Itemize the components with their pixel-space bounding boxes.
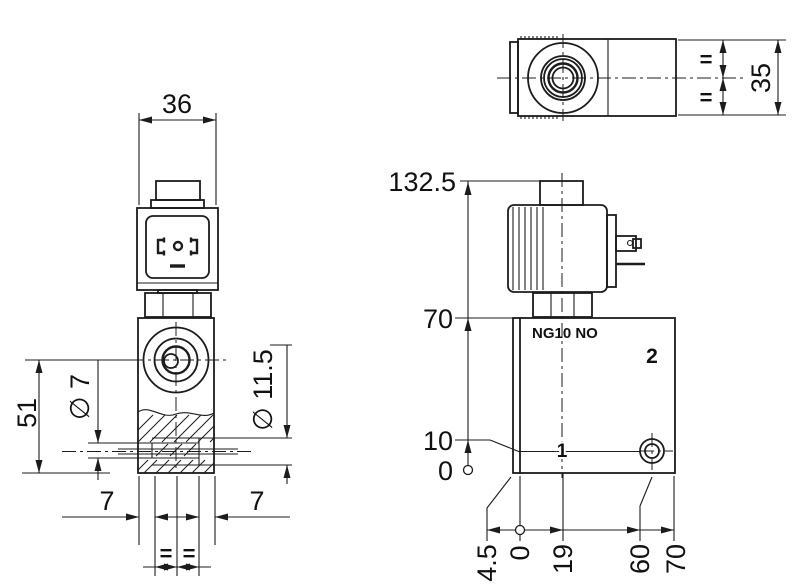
dim-coil-width-label: 36 — [162, 89, 192, 119]
side-height-dims: 132.5 70 10 0 — [388, 167, 540, 486]
side-coil — [507, 180, 645, 293]
dim-port-left-label: 7 — [99, 486, 114, 516]
port-2-label: 2 — [646, 345, 658, 368]
dim-height-label: 51 — [12, 398, 42, 428]
datum-zero-bottom-label: 0 — [505, 545, 535, 560]
dim-port-right-label: 7 — [249, 486, 264, 516]
front-dim-51: 51 — [12, 359, 130, 474]
model-label: NG10 NO — [532, 325, 598, 342]
equal-left-label: = — [160, 541, 173, 566]
front-view: 36 — [12, 89, 292, 576]
dim-depth-height-label: 35 — [746, 63, 776, 93]
dim-offset-left-label: 4.5 — [472, 544, 502, 582]
front-connector — [136, 180, 219, 291]
datum-zero-left-label: 0 — [438, 456, 453, 486]
side-body: NG10 NO 2 1 — [512, 173, 676, 478]
dim-axis-pos-label: 19 — [548, 544, 578, 574]
front-hex-nut — [144, 289, 212, 318]
port-1-label: 1 — [557, 441, 568, 462]
front-dim-hole7: ∅ 7 — [65, 360, 102, 480]
dim-body-height-label: 70 — [423, 304, 453, 334]
front-dim-hole11-5: ∅ 11.5 — [248, 344, 292, 484]
side-bottom-dims: 4.5 0 19 60 70 — [472, 473, 691, 582]
side-view: NG10 NO 2 1 132.5 70 10 0 — [388, 167, 691, 582]
front-body — [62, 317, 292, 474]
top-view: = = 35 — [497, 34, 786, 121]
dim-port-height-label: 10 — [423, 426, 453, 456]
dim-hole-large-label: ∅ 11.5 — [248, 349, 278, 431]
equal-bottom-label: = — [700, 85, 713, 110]
din-plug-face-icon — [156, 237, 199, 268]
front-dim-ports: 7 7 = = — [62, 476, 290, 576]
equal-top-label: = — [700, 47, 713, 72]
dim-depth-label: 70 — [661, 544, 691, 574]
dim-hole-small-label: ∅ 7 — [65, 374, 95, 420]
dim-port-pos-label: 60 — [625, 544, 655, 574]
dim-total-height-label: 132.5 — [388, 167, 456, 197]
top-view-dims: = = 35 — [678, 39, 786, 116]
port-hole-lines — [88, 437, 292, 466]
equal-right-label: = — [183, 541, 196, 566]
rib-ticks — [520, 36, 558, 119]
front-dim-36: 36 — [138, 89, 217, 205]
